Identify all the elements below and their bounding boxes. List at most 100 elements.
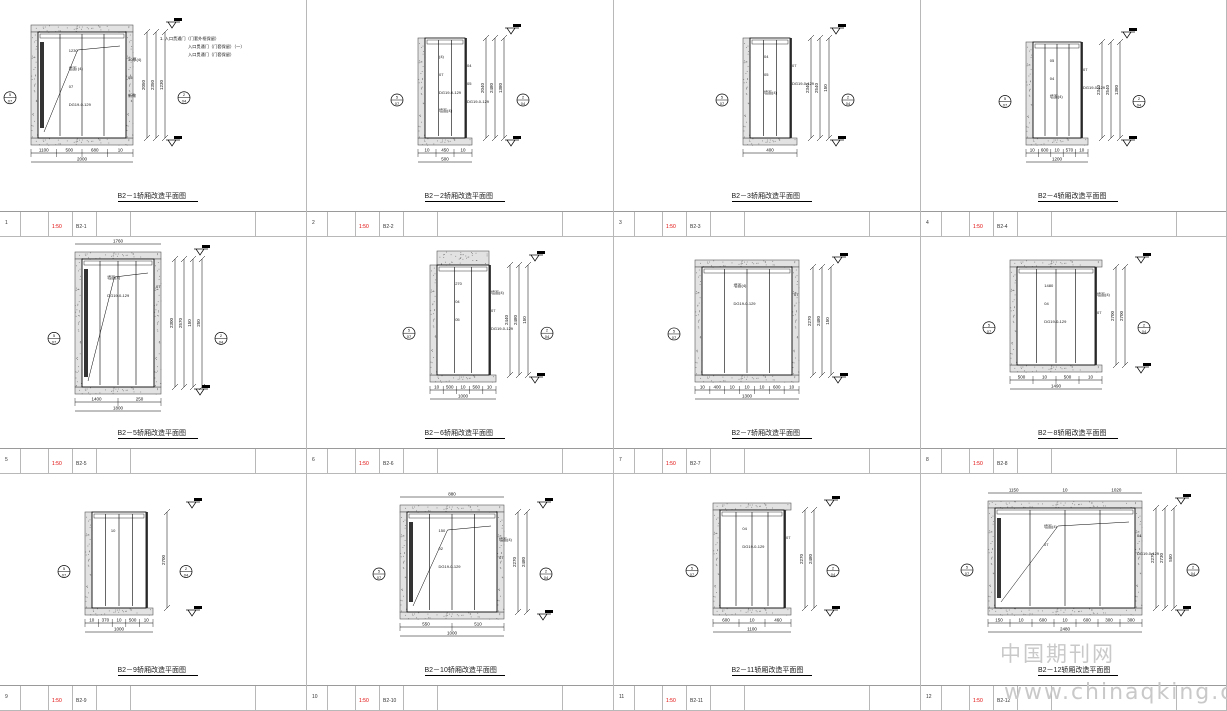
bottom-wall (399, 611, 505, 620)
door-swing-line (1000, 521, 1130, 603)
annotation-label: 05 (764, 72, 769, 77)
annotation-label: 墙面(4) (499, 536, 513, 542)
section-callout-left: 507 (372, 567, 386, 581)
callout-bottom: 04 (521, 101, 526, 106)
annotation-label: DG19-0-129 (742, 544, 765, 549)
callout-bottom: 07 (672, 335, 677, 340)
dim-text-h: 560 (472, 385, 480, 390)
callout-top: 2 (185, 566, 188, 571)
dim-text-v: 1380 (498, 82, 503, 93)
right-wall (153, 258, 162, 388)
level-marker-bottom (1135, 363, 1151, 374)
title-block-number: 9 (5, 694, 8, 700)
title-underline (117, 675, 198, 676)
dim-text-v: 2270 (799, 553, 804, 564)
dim-text-v: 1380 (1114, 84, 1119, 95)
dim-text-h: 10 (118, 148, 124, 153)
dim-text-v: 2340 (1096, 84, 1101, 95)
title-block-scale: 1:50 (666, 224, 676, 230)
level-marker-top (1135, 253, 1151, 264)
drawing-title: B2－10轿厢改造平面图 (424, 667, 497, 674)
dim-text-total: 1800 (113, 406, 124, 411)
section-callout-left: 507 (685, 564, 699, 578)
door-leaf (40, 42, 44, 128)
dim-text-v: 150 (823, 84, 828, 92)
title-underline (731, 201, 812, 202)
title-underline (424, 201, 505, 202)
right-wall (1095, 267, 1097, 365)
level-marker-bottom (824, 606, 840, 617)
section-callout-left: 507 (715, 93, 729, 107)
bottom-wall (429, 374, 497, 383)
bottom-wall (74, 386, 162, 395)
callout-bottom: 04 (544, 575, 549, 580)
callout-top: 5 (408, 328, 411, 333)
cabin-outline (719, 509, 785, 609)
callout-top: 2 (1192, 565, 1195, 570)
top-block (436, 250, 490, 266)
top-wall (1009, 259, 1103, 268)
annotation-label: 墙面 (4) (69, 65, 84, 71)
cabin-outline (994, 507, 1136, 609)
annotation-label: 07 (786, 535, 791, 540)
dim-text-v: 150 (522, 316, 527, 324)
title-block: 7 1:50 B2-7 (614, 448, 920, 473)
callout-top: 2 (545, 569, 548, 574)
ceiling-rail (1018, 268, 1094, 274)
door-leaf (997, 518, 1001, 598)
callout-top: 5 (396, 95, 399, 100)
drawing-title: B2－11轿厢改造平面图 (731, 667, 804, 674)
left-wall (74, 258, 83, 388)
title-block-drawing-no: B2-3 (690, 224, 701, 230)
cabin-outline (749, 37, 791, 139)
annotation-label: 墙面(4) (1097, 291, 1111, 297)
dim-text-h: 1400 (91, 397, 102, 402)
callout-bottom: 04 (219, 339, 224, 344)
right-wall (496, 511, 505, 613)
annotation-label: 墙面(4) (491, 289, 505, 295)
top-wall (694, 259, 800, 268)
dim-text-v: 2700 (1110, 310, 1115, 321)
top-wall (399, 504, 505, 513)
annotation-label: 07 (792, 63, 797, 68)
dim-text-h: 570 (1066, 148, 1074, 153)
title-block-number: 7 (619, 457, 622, 463)
annotation-label: DG19-0-129 (734, 301, 757, 306)
dim-text-h: 500 (65, 148, 73, 153)
title-block-scale: 1:50 (666, 461, 676, 467)
dim-text-h: 10 (789, 385, 795, 390)
title-block-drawing-no: B2-7 (690, 461, 701, 467)
level-marker-bottom (529, 373, 545, 384)
dim-text-h: 1100 (39, 148, 49, 153)
section-callout-left: 507 (960, 563, 974, 577)
title-block-scale: 1:50 (973, 224, 983, 230)
top-wall (74, 251, 162, 260)
ceiling-rail (996, 509, 1134, 515)
callout-bottom: 07 (62, 573, 67, 578)
dim-text-h: 460 (774, 618, 782, 623)
annotation-label: 墙面(4) (439, 107, 453, 113)
ceiling-rail (93, 513, 145, 519)
section-callout-left: 507 (402, 326, 416, 340)
dim-text-h: 370 (102, 618, 110, 623)
title-underline (731, 438, 812, 439)
top-wall (30, 24, 134, 33)
annotation-label: DG19-0-129 (439, 90, 462, 95)
left-wall (1009, 266, 1018, 366)
callout-bottom: 04 (831, 572, 836, 577)
annotation-label: 270 (455, 281, 462, 286)
dim-text-h: 10 (749, 618, 755, 623)
dim-text-v: 550 (1168, 554, 1173, 562)
section-callout-left: 507 (982, 321, 996, 335)
annotation-label: 07 (439, 72, 444, 77)
dim-text-h: 500 (129, 618, 137, 623)
annotation-label: 墙面(4) (734, 282, 748, 288)
drawing-title: B2－4轿厢改造平面图 (1038, 193, 1107, 200)
level-marker-top (1175, 494, 1191, 505)
dim-text-h: 400 (766, 148, 774, 153)
